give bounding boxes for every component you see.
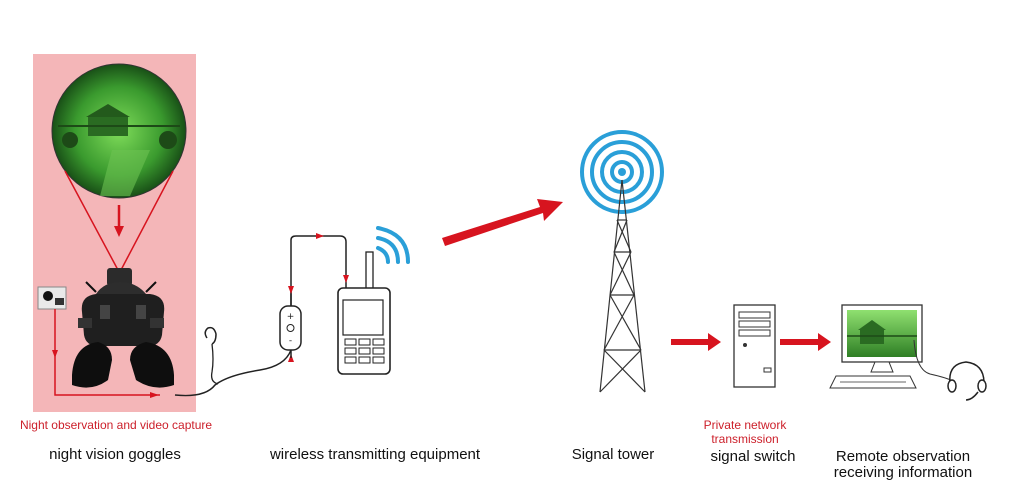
earpiece-icon: [205, 328, 218, 384]
switch-to-monitor-arrow: [780, 333, 831, 351]
cable-arrow-right: [316, 233, 324, 239]
camera-inset-icon: [38, 287, 66, 309]
remote-label-2: receiving information: [818, 464, 988, 481]
goggles-label: night vision goggles: [25, 446, 205, 463]
night-vision-scene: [52, 64, 186, 198]
private-network-label-2: transmission: [680, 432, 810, 446]
uplink-arrow: [442, 199, 563, 246]
tower-label: Signal tower: [548, 446, 678, 463]
svg-text:-: -: [289, 336, 292, 346]
private-network-label-1: Private network: [680, 418, 810, 432]
headset-icon: [948, 362, 986, 400]
cable-arrow-down: [343, 275, 349, 283]
switch-label: signal switch: [688, 448, 818, 465]
transmitter-label: wireless transmitting equipment: [245, 446, 505, 463]
remote-control-icon: + -: [280, 286, 301, 362]
svg-text:+: +: [287, 312, 295, 322]
tower-to-switch-arrow: [671, 333, 721, 351]
signal-tower-icon: [582, 132, 662, 392]
wireless-waves-icon: [378, 228, 408, 262]
monitor-icon: [830, 305, 955, 388]
remote-label-1: Remote observation: [818, 448, 988, 465]
server-tower-icon: [734, 305, 775, 387]
capture-note-label: Night observation and video capture: [0, 418, 232, 432]
